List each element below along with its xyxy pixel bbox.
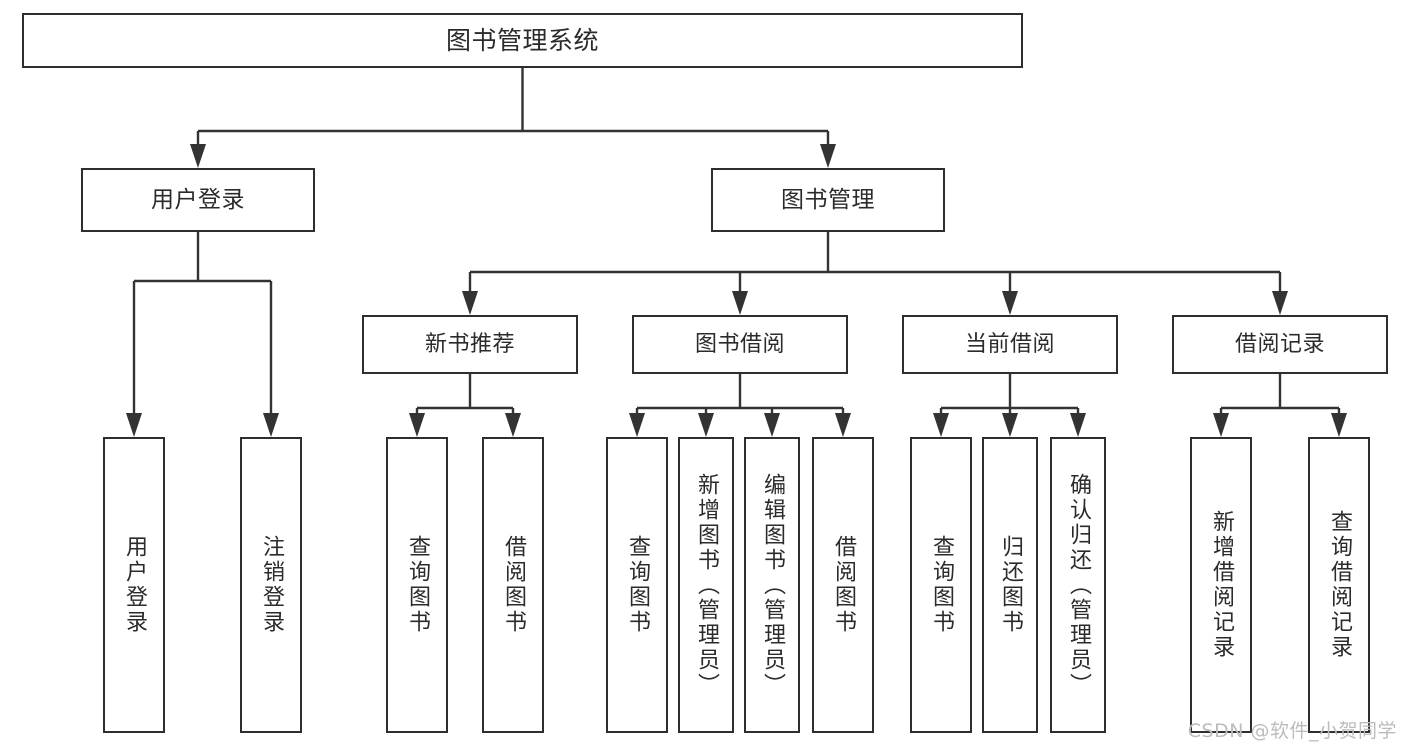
- node-sub-current-borrow-label: 当前借阅: [964, 331, 1055, 357]
- arrow-head-query-record: [1331, 413, 1347, 437]
- arrow-head-user-login: [190, 144, 206, 168]
- node-leaf-confirm-return-admin[interactable]: 确认归还（管理员）: [1050, 437, 1106, 733]
- node-sub-borrow-records[interactable]: 借阅记录: [1172, 315, 1388, 374]
- node-leaf-query-book-borrow[interactable]: 查询图书: [606, 437, 668, 733]
- node-leaf-query-borrow-record[interactable]: 查询借阅记录: [1308, 437, 1370, 733]
- node-leaf-user-login[interactable]: 用户登录: [103, 437, 165, 733]
- node-leaf-add-book-admin-label: 新增图书（管理员）: [694, 472, 719, 698]
- node-leaf-add-borrow-record-label: 新增借阅记录: [1209, 510, 1234, 660]
- arrow-head-return-book: [1002, 413, 1018, 437]
- node-leaf-edit-book-admin[interactable]: 编辑图书（管理员）: [744, 437, 800, 733]
- node-leaf-user-login-label: 用户登录: [122, 535, 147, 635]
- node-sub-borrow-records-label: 借阅记录: [1234, 331, 1325, 357]
- node-leaf-borrow-book[interactable]: 借阅图书: [812, 437, 874, 733]
- arrow-head-current: [1002, 291, 1018, 315]
- node-branch-user-login[interactable]: 用户登录: [81, 168, 315, 232]
- arrow-head-leaf-user-login: [126, 413, 142, 437]
- node-leaf-borrow-book-newbook-label: 借阅图书: [501, 535, 526, 635]
- node-leaf-borrow-book-newbook[interactable]: 借阅图书: [482, 437, 544, 733]
- node-sub-current-borrow[interactable]: 当前借阅: [902, 315, 1118, 374]
- node-leaf-confirm-return-admin-label: 确认归还（管理员）: [1066, 472, 1091, 698]
- arrow-head-query-book-1: [409, 413, 425, 437]
- node-leaf-logout[interactable]: 注销登录: [240, 437, 302, 733]
- node-leaf-query-borrow-record-label: 查询借阅记录: [1327, 510, 1352, 660]
- node-sub-new-book-recommend[interactable]: 新书推荐: [362, 315, 578, 374]
- node-branch-book-management[interactable]: 图书管理: [711, 168, 945, 232]
- node-leaf-query-book-newbook-label: 查询图书: [405, 535, 430, 635]
- node-leaf-query-book-current-label: 查询图书: [929, 535, 954, 635]
- node-sub-new-book-recommend-label: 新书推荐: [424, 331, 515, 357]
- node-leaf-logout-label: 注销登录: [259, 535, 284, 635]
- node-leaf-query-book-borrow-label: 查询图书: [625, 535, 650, 635]
- node-sub-book-borrow[interactable]: 图书借阅: [632, 315, 848, 374]
- arrow-head-records: [1272, 291, 1288, 315]
- arrow-head-query-book-2: [629, 413, 645, 437]
- arrow-head-borrow: [732, 291, 748, 315]
- node-branch-book-management-label: 图书管理: [781, 186, 875, 213]
- arrow-head-add-record: [1213, 413, 1229, 437]
- arrow-head-newbook: [462, 291, 478, 315]
- arrow-head-borrow-book-2: [835, 413, 851, 437]
- node-leaf-return-book[interactable]: 归还图书: [982, 437, 1038, 733]
- node-leaf-query-book-current[interactable]: 查询图书: [910, 437, 972, 733]
- watermark: CSDN @软件_小贺同学: [1187, 720, 1397, 742]
- arrow-head-confirm-return: [1070, 413, 1086, 437]
- node-leaf-add-borrow-record[interactable]: 新增借阅记录: [1190, 437, 1252, 733]
- node-sub-book-borrow-label: 图书借阅: [694, 331, 785, 357]
- node-branch-user-login-label: 用户登录: [151, 186, 245, 213]
- arrow-head-add-book: [698, 413, 714, 437]
- arrow-head-leaf-logout: [263, 413, 279, 437]
- node-leaf-return-book-label: 归还图书: [998, 535, 1023, 635]
- arrow-head-book-mgmt: [820, 144, 836, 168]
- arrow-head-query-book-3: [933, 413, 949, 437]
- node-leaf-borrow-book-label: 借阅图书: [831, 535, 856, 635]
- node-leaf-query-book-newbook[interactable]: 查询图书: [386, 437, 448, 733]
- node-root-label: 图书管理系统: [445, 25, 599, 55]
- node-leaf-edit-book-admin-label: 编辑图书（管理员）: [760, 472, 785, 698]
- node-root[interactable]: 图书管理系统: [22, 13, 1023, 68]
- arrow-head-edit-book: [764, 413, 780, 437]
- arrow-head-borrow-book-1: [505, 413, 521, 437]
- node-leaf-add-book-admin[interactable]: 新增图书（管理员）: [678, 437, 734, 733]
